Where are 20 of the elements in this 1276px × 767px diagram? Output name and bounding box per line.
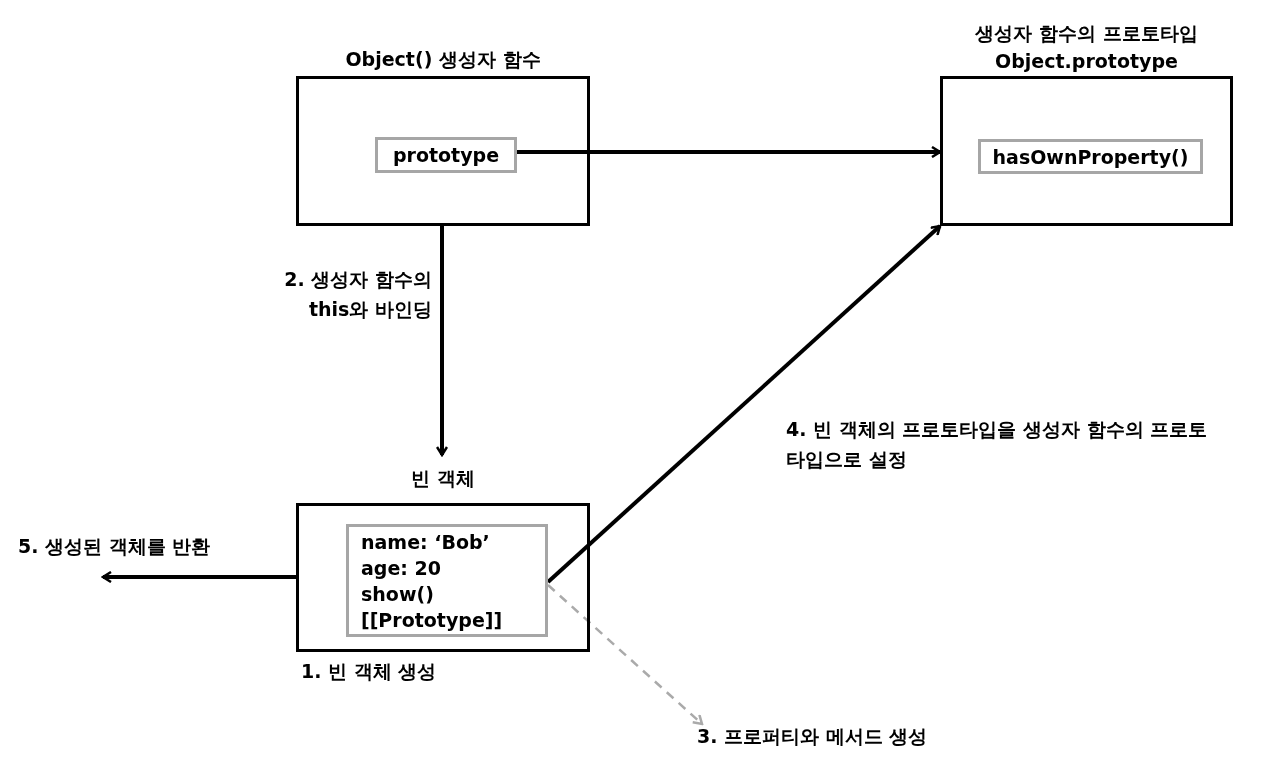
- property-box: [978, 139, 1203, 174]
- arrow: [101, 570, 296, 584]
- property-text: age: 20: [361, 555, 441, 581]
- box-heading: Object() 생성자 함수: [345, 47, 541, 72]
- step-text: 3. 프로퍼티와 메서드 생성: [697, 724, 928, 750]
- property-text: name: ‘Bob’: [361, 529, 490, 555]
- property-text: show(): [361, 581, 434, 607]
- step-caption: 1. 빈 객체 생성: [301, 659, 437, 684]
- property-text: prototype: [392, 144, 500, 166]
- property-text: hasOwnProperty(): [992, 145, 1189, 168]
- arrow: [517, 145, 942, 159]
- box-heading: 생성자 함수의 프로토타입: [975, 21, 1198, 46]
- box-heading: Object.prototype: [995, 49, 1178, 74]
- property-text: [[Prototype]]: [361, 607, 503, 633]
- arrow: [435, 226, 449, 457]
- box-heading: 빈 객체: [411, 466, 475, 491]
- property-box: [375, 137, 517, 173]
- arrow: [547, 584, 704, 726]
- property-box: [346, 524, 548, 637]
- arrow: [546, 224, 942, 584]
